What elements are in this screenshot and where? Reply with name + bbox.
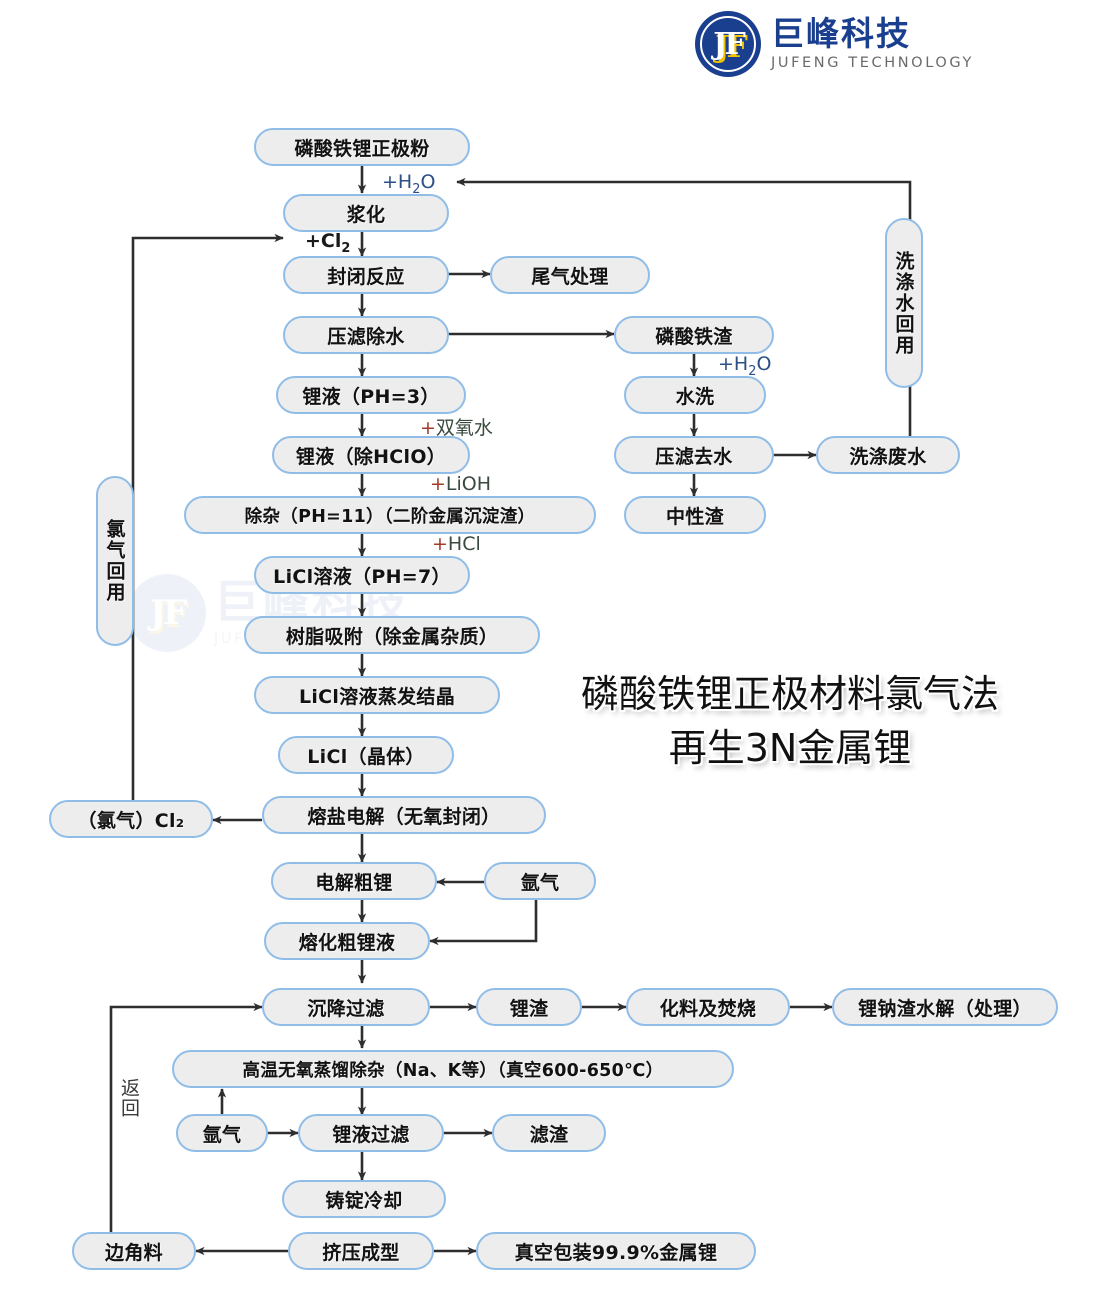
node-argon-gas-2[interactable]: 氩气: [176, 1114, 268, 1152]
node-molten-crude-lithium-liquid[interactable]: 熔化粗锂液: [264, 922, 430, 960]
diagram-title-line1: 磷酸铁锂正极材料氯气法: [580, 672, 999, 716]
node-chlorine-gas-output[interactable]: （氯气）Cl₂: [49, 800, 213, 838]
label-return-path: 返回: [118, 1078, 140, 1118]
node-iron-phosphate-slag[interactable]: 磷酸铁渣: [614, 316, 774, 354]
diagram-title: 磷酸铁锂正极材料氯气法 再生3N金属锂: [540, 668, 1040, 776]
label-add-lioh: +LiOH: [430, 473, 492, 495]
node-lithium-slag[interactable]: 锂渣: [476, 988, 582, 1026]
node-filter-residue[interactable]: 滤渣: [492, 1114, 606, 1152]
node-chlorine-gas-reuse[interactable]: 氯气回用: [96, 476, 134, 646]
label-add-hcl: +HCl: [432, 533, 481, 555]
node-crude-electrolytic-lithium[interactable]: 电解粗锂: [271, 862, 437, 900]
node-licl-solution-ph7[interactable]: LiCl溶液（PH=7）: [254, 556, 470, 594]
node-material-incineration[interactable]: 化料及焚烧: [626, 988, 790, 1026]
logo-emblem-icon: JF: [695, 11, 761, 77]
node-ingot-casting-cooling[interactable]: 铸锭冷却: [282, 1180, 446, 1218]
node-vacuum-distillation[interactable]: 高温无氧蒸馏除杂（Na、K等）（真空600-650℃）: [172, 1050, 734, 1088]
node-vacuum-packaging[interactable]: 真空包装99.9%金属锂: [476, 1232, 756, 1270]
node-settling-filtration[interactable]: 沉降过滤: [262, 988, 430, 1026]
watermark-emblem-icon: JF: [128, 573, 206, 652]
node-press-filter-dewater[interactable]: 压滤除水: [283, 316, 449, 354]
node-tail-gas-treatment[interactable]: 尾气处理: [490, 256, 650, 294]
node-wash-water-reuse[interactable]: 洗涤水回用: [885, 218, 923, 388]
logo-name-cn: 巨峰科技: [771, 14, 911, 54]
label-add-chlorine: +Cl2: [305, 230, 351, 256]
label-add-water-2: +H2O: [718, 353, 772, 379]
logo-text: 巨峰科技 JUFENG TECHNOLOGY: [771, 17, 974, 71]
node-lithium-liquid-filtration[interactable]: 锂液过滤: [298, 1114, 444, 1152]
node-impurity-removal[interactable]: 除杂（PH=11）（二阶金属沉淀渣）: [184, 496, 596, 534]
node-resin-adsorption[interactable]: 树脂吸附（除金属杂质）: [244, 616, 540, 654]
node-licl-crystal[interactable]: LiCl（晶体）: [278, 736, 454, 774]
node-wash-wastewater[interactable]: 洗涤废水: [816, 436, 960, 474]
node-lfp-powder[interactable]: 磷酸铁锂正极粉: [254, 128, 470, 166]
node-molten-salt-electrolysis[interactable]: 熔盐电解（无氧封闭）: [262, 796, 546, 834]
node-licl-evaporation-crystallization[interactable]: LiCl溶液蒸发结晶: [254, 676, 500, 714]
label-add-water-1: +H2O: [382, 171, 436, 197]
node-li-liquid-remove-hclo[interactable]: 锂液（除HClO）: [272, 436, 470, 474]
company-logo: JF 巨峰科技 JUFENG TECHNOLOGY: [695, 8, 975, 80]
node-extrusion-forming[interactable]: 挤压成型: [288, 1232, 434, 1270]
logo-glyph: JF: [713, 26, 745, 62]
diagram-title-line2: 再生3N金属锂: [668, 725, 912, 770]
node-argon-gas-1[interactable]: 氩气: [484, 862, 596, 900]
node-water-wash[interactable]: 水洗: [624, 376, 766, 414]
logo-name-en: JUFENG TECHNOLOGY: [771, 55, 974, 72]
node-li-na-slag-hydrolysis[interactable]: 锂钠渣水解（处理）: [832, 988, 1058, 1026]
label-add-hydrogen-peroxide: +双氧水: [420, 417, 493, 439]
node-closed-reaction[interactable]: 封闭反应: [283, 256, 449, 294]
watermark-glyph: JF: [149, 592, 187, 633]
node-scrap-material[interactable]: 边角料: [72, 1232, 196, 1270]
node-press-filter-remove-water[interactable]: 压滤去水: [614, 436, 774, 474]
node-slurry[interactable]: 浆化: [283, 194, 449, 232]
node-neutral-slag[interactable]: 中性渣: [624, 496, 766, 534]
node-li-liquid-ph3[interactable]: 锂液（PH=3）: [276, 376, 466, 414]
